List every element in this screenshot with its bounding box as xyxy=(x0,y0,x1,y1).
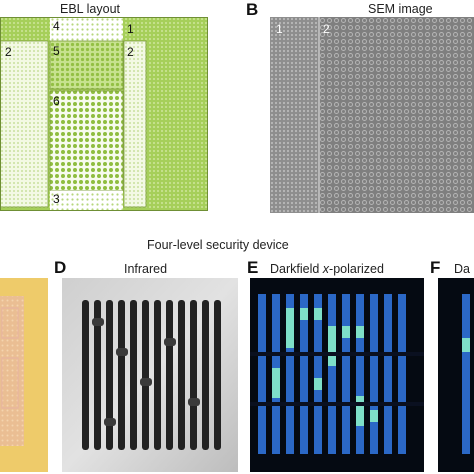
panel-b-title: SEM image xyxy=(368,2,433,16)
region-label-2-left: 2 xyxy=(5,45,12,59)
optical-image xyxy=(0,278,48,472)
panel-e-title-prefix: Darkfield xyxy=(270,262,323,276)
region-label-3: 3 xyxy=(53,192,60,206)
panel-e-title-italic: x xyxy=(322,262,330,276)
panel-b-letter: B xyxy=(246,0,259,19)
region-label-2-right: 2 xyxy=(127,45,134,59)
region-label-6: 6 xyxy=(53,94,60,108)
sem-image xyxy=(270,17,474,213)
panel-e-title: Darkfield x-polarized xyxy=(270,262,384,276)
darkfield-x-image xyxy=(250,278,424,472)
panel-f-title: Da xyxy=(454,262,470,276)
darkfield-partial-image xyxy=(438,278,474,472)
panel-e-title-suffix: -polarized xyxy=(329,262,384,276)
sem-label-2: 2 xyxy=(323,22,330,36)
panel-e-letter: E xyxy=(247,258,259,277)
section-title: Four-level security device xyxy=(147,238,289,252)
panel-a-title: EBL layout xyxy=(60,2,120,16)
region-label-4: 4 xyxy=(53,19,60,33)
sem-label-1: 1 xyxy=(276,22,283,36)
panel-f-letter: F xyxy=(430,258,441,277)
infrared-image xyxy=(62,278,238,472)
region-label-1: 1 xyxy=(127,22,134,36)
ebl-layout-figure xyxy=(0,17,208,211)
panel-d-title: Infrared xyxy=(124,262,168,276)
region-label-5: 5 xyxy=(53,44,60,58)
panel-d-letter: D xyxy=(54,258,67,277)
